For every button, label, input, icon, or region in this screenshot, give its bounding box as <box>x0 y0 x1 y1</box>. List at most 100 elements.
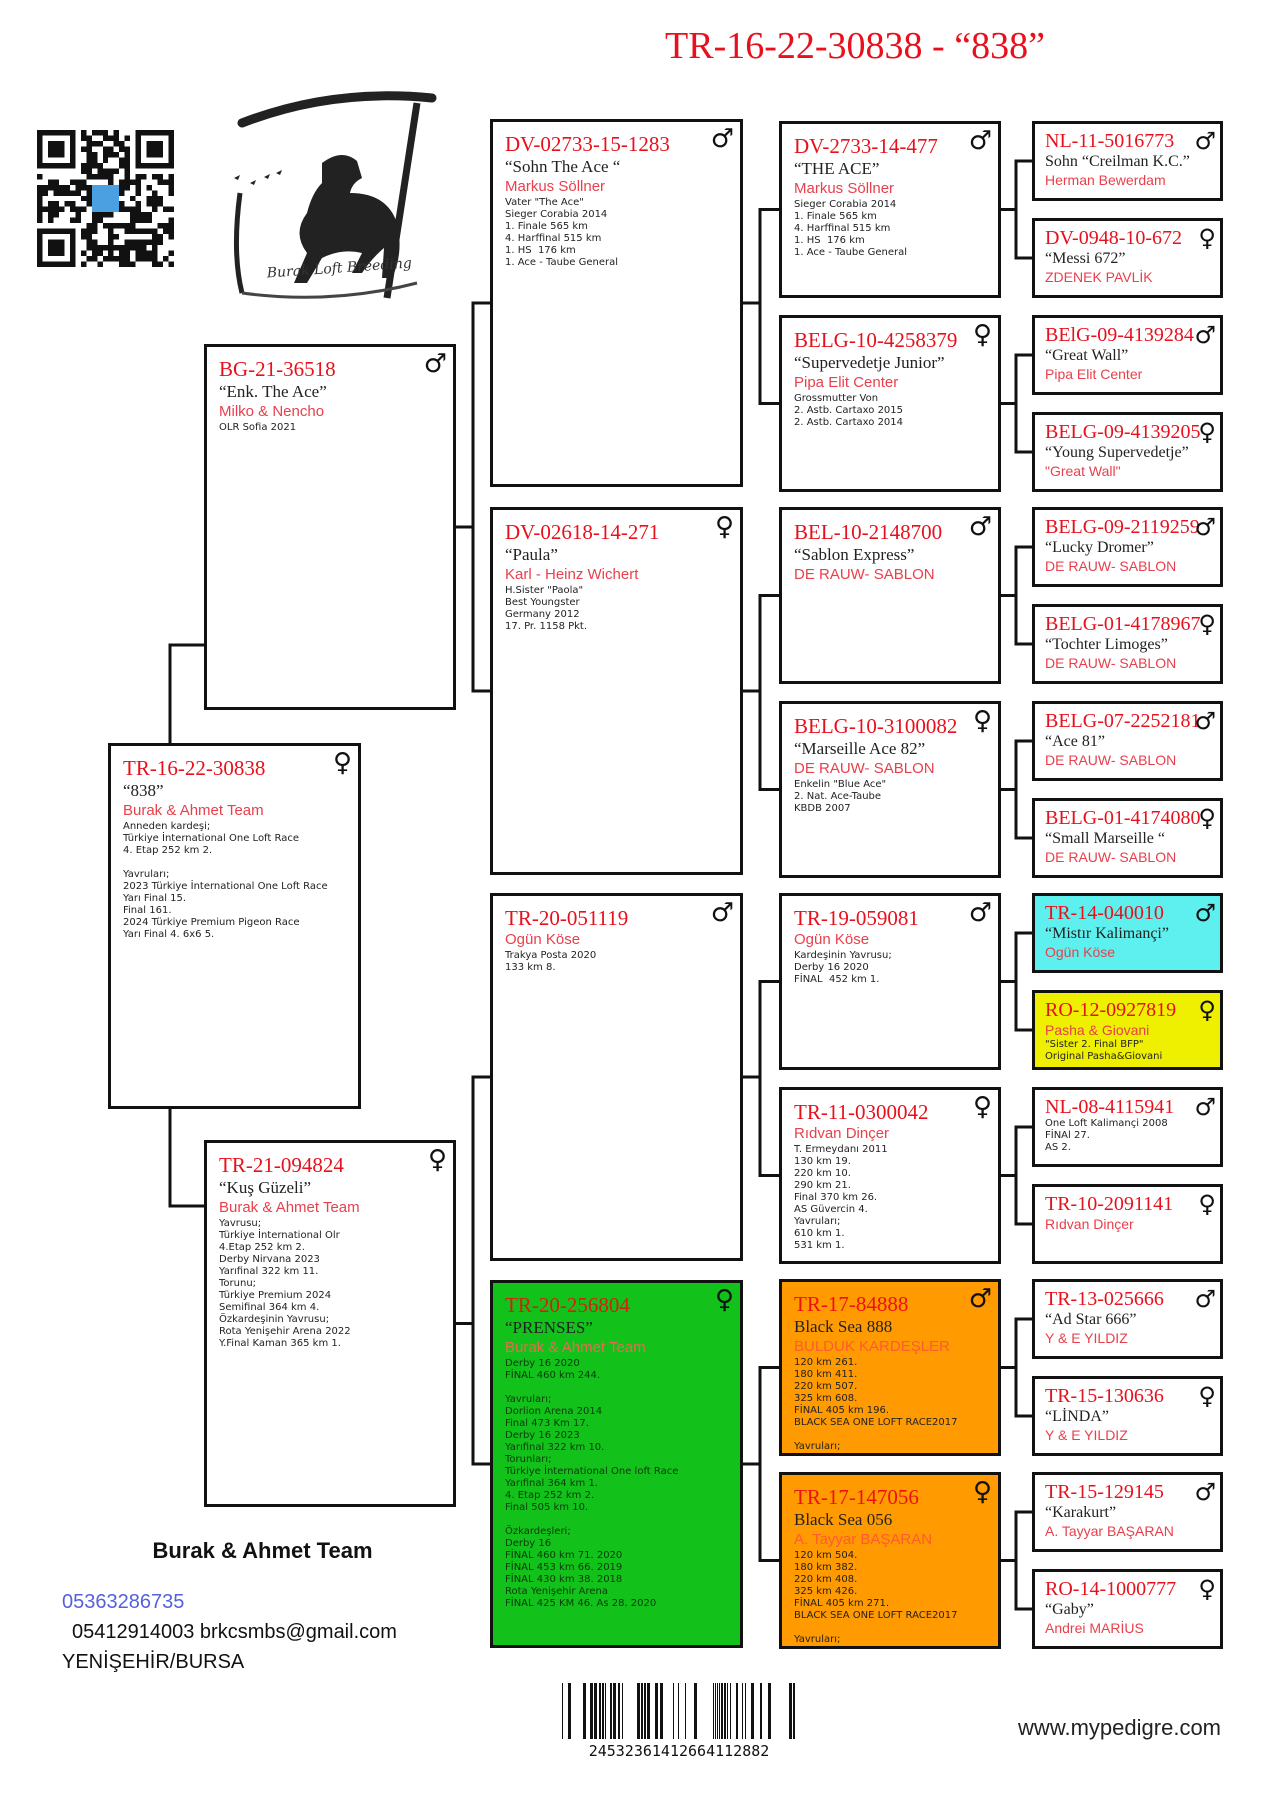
gg-grandparent-card[interactable]: RO-14-1000777“Gaby”Andrei MARİUS♀ <box>1032 1569 1223 1649</box>
ring-number: TR-16-22-30838 <box>123 756 266 780</box>
female-icon: ♀ <box>1198 1190 1216 1218</box>
performance-notes: Anneden kardeşi; Türkiye İnternational O… <box>123 821 328 940</box>
connector-line <box>1014 1317 1032 1418</box>
pigeon-name: “LİNDA” <box>1045 1408 1109 1425</box>
male-icon: ♂ <box>1194 707 1216 735</box>
performance-notes: H.Sister "Paola" Best Youngster Germany … <box>505 585 588 632</box>
dam-card[interactable]: TR-21-094824“Kuş Güzeli”Burak & Ahmet Te… <box>204 1140 456 1507</box>
male-icon: ♂ <box>1194 899 1216 927</box>
pigeon-name: “Sablon Express” <box>794 545 915 564</box>
ring-number: BG-21-36518 <box>219 357 336 381</box>
ring-number: TR-15-129145 <box>1045 1481 1164 1503</box>
owner-name: Markus Söllner <box>794 180 895 197</box>
gg-grandparent-card[interactable]: BELG-01-4174080“Small Marseille “DE RAUW… <box>1032 798 1223 878</box>
qr-code <box>37 130 174 267</box>
male-icon: ♂ <box>968 512 992 542</box>
owner-name: Pasha & Giovani <box>1045 1022 1150 1038</box>
ring-number: BELG-10-4258379 <box>794 328 958 352</box>
ring-number: TR-21-094824 <box>219 1153 344 1177</box>
owner-name: Ogün Köse <box>505 931 581 948</box>
connector-line <box>758 594 779 791</box>
gg-grandparent-card[interactable]: BElG-09-4139284“Great Wall”Pipa Elit Cen… <box>1032 315 1223 395</box>
ring-number: NL-11-5016773 <box>1045 130 1175 152</box>
performance-notes: Kardeşinin Yavrusu; Derby 16 2020 FİNAL … <box>794 950 892 985</box>
owner-name: DE RAUW- SABLON <box>794 566 935 583</box>
gg-grandparent-card[interactable]: BELG-09-4139205“Young Supervedetje”"Grea… <box>1032 412 1223 492</box>
owner-name: Y & E YILDIZ <box>1045 1427 1128 1443</box>
ring-number: BELG-01-4178967 <box>1045 613 1201 635</box>
pigeon-name: “Gaby” <box>1045 1601 1094 1618</box>
female-icon: ♀ <box>972 320 992 350</box>
great-grandparent-card[interactable]: BEL-10-2148700“Sablon Express”DE RAUW- S… <box>779 507 1001 684</box>
performance-notes: Enkelin "Blue Ace" 2. Nat. Ace-Taube KBD… <box>794 779 887 814</box>
connector-line <box>1014 159 1032 260</box>
great-grandparent-card[interactable]: BELG-10-4258379“Supervedetje Junior”Pipa… <box>779 315 1001 492</box>
barcode-number: 24532361412664112882 <box>588 1742 770 1760</box>
ring-number: DV-2733-14-477 <box>794 134 938 158</box>
gg-grandparent-card[interactable]: TR-14-040010“Mistır Kalimançi”Ogün Köse♂ <box>1032 893 1223 973</box>
owner-name: A. Tayyar BAŞARAN <box>1045 1523 1174 1539</box>
gg-grandparent-card[interactable]: BELG-01-4178967“Tochter Limoges”DE RAUW-… <box>1032 604 1223 684</box>
phone-link[interactable]: 05363286735 <box>62 1591 185 1613</box>
performance-notes: 120 km 261. 180 km 411. 220 km 507. 325 … <box>794 1357 958 1452</box>
connector-line <box>168 1109 204 1208</box>
connector-line <box>1014 353 1032 454</box>
pigeon-name: “Small Marseille “ <box>1045 830 1165 847</box>
grandparent-card[interactable]: DV-02733-15-1283“Sohn The Ace “Markus Sö… <box>490 119 743 487</box>
connector-line <box>1014 1510 1032 1611</box>
male-icon: ♂ <box>968 1284 992 1314</box>
female-icon: ♀ <box>714 1285 734 1315</box>
gg-grandparent-card[interactable]: BELG-09-2119259“Lucky Dromer”DE RAUW- SA… <box>1032 507 1223 587</box>
male-icon: ♂ <box>710 898 734 928</box>
ring-number: NL-08-4115941 <box>1045 1096 1175 1118</box>
gg-grandparent-card[interactable]: TR-15-130636“LİNDA” Y & E YILDIZ ♀ <box>1032 1376 1223 1456</box>
pigeon-name: Sohn “Creilman K.C.” <box>1045 153 1190 170</box>
website-link[interactable]: www.mypedigre.com <box>1018 1715 1221 1740</box>
pigeon-name: “Sohn The Ace “ <box>505 157 621 176</box>
owner-name: A. Tayyar BAŞARAN <box>794 1531 933 1548</box>
ring-number: BELG-09-2119259 <box>1045 516 1200 538</box>
gg-grandparent-card[interactable]: TR-13-025666“Ad Star 666”Y & E YILDIZ♂ <box>1032 1279 1223 1359</box>
gg-grandparent-card[interactable]: TR-15-129145“Karakurt”A. Tayyar BAŞARAN♂ <box>1032 1472 1223 1552</box>
female-icon: ♀ <box>1198 996 1216 1024</box>
connector-line <box>758 1366 779 1562</box>
pigeon-name: “Ad Star 666” <box>1045 1311 1137 1328</box>
female-icon: ♀ <box>1198 1382 1216 1410</box>
male-icon: ♂ <box>968 898 992 928</box>
pigeon-name: “Messi 672” <box>1045 250 1126 267</box>
gg-grandparent-card[interactable]: BELG-07-2252181“Ace 81”DE RAUW- SABLON♂ <box>1032 701 1223 781</box>
great-grandparent-card[interactable]: BELG-10-3100082“Marseille Ace 82”DE RAUW… <box>779 701 1001 878</box>
contact-phone-email: 05412914003 brkcsmbs@gmail.com <box>72 1621 397 1643</box>
ring-number: TR-20-256804 <box>505 1293 630 1317</box>
grandparent-card[interactable]: DV-02618-14-271“Paula”Karl - Heinz Wiche… <box>490 507 743 875</box>
ring-number: TR-10-2091141 <box>1045 1193 1174 1215</box>
female-icon: ♀ <box>1198 610 1216 638</box>
owner-name: BULDUK KARDEŞLER <box>794 1338 950 1355</box>
gg-grandparent-card[interactable]: DV-0948-10-672“Messi 672”ZDENEK PAVLİK♀ <box>1032 218 1223 298</box>
male-icon: ♂ <box>423 349 447 379</box>
owner-name: DE RAUW- SABLON <box>1045 849 1177 865</box>
male-icon: ♂ <box>1194 1478 1216 1506</box>
ring-number: TR-15-130636 <box>1045 1385 1164 1407</box>
performance-notes: Grossmutter Von 2. Astb. Cartaxo 2015 2.… <box>794 393 904 428</box>
pigeon-name: Black Sea 056 <box>794 1510 893 1529</box>
performance-notes: Trakya Posta 2020 133 km 8. <box>505 950 597 973</box>
owner-name: "Great Wall" <box>1045 463 1121 479</box>
pigeon-name: “Mistır Kalimançi” <box>1045 925 1169 942</box>
connector-line <box>758 208 779 405</box>
male-icon: ♂ <box>710 124 734 154</box>
